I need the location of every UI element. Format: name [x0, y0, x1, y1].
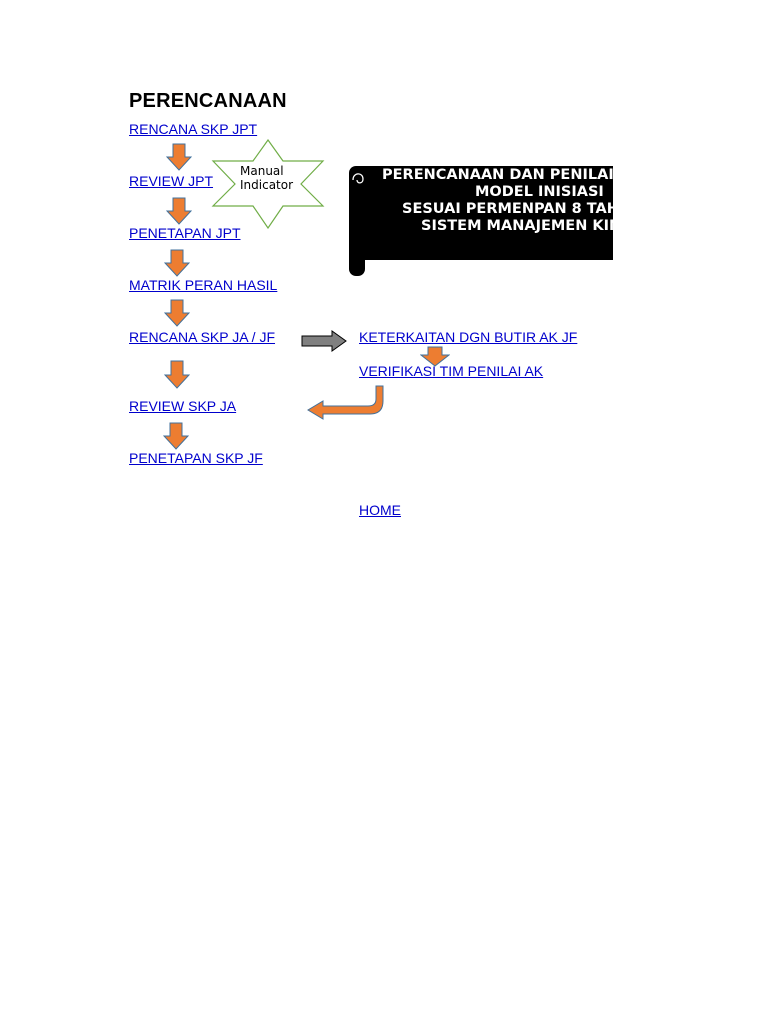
banner-line-3: SESUAI PERMENPAN 8 TAHUN — [402, 201, 613, 217]
banner-text: PERENCANAAN DAN PENILAIAN MODEL INISIASI… — [362, 167, 613, 247]
manual-indicator-line2: Indicator — [240, 178, 294, 192]
down-arrow-icon — [166, 143, 192, 171]
link-review-skp-ja[interactable]: REVIEW SKP JA — [129, 398, 237, 414]
link-keterkaitan-butir-ak-jf[interactable]: KETERKAITAN DGN BUTIR AK JF — [359, 329, 578, 345]
down-arrow-icon — [166, 197, 192, 225]
link-rencana-skp-ja-jf[interactable]: RENCANA SKP JA / JF — [129, 329, 276, 345]
banner-line-4: SISTEM MANAJEMEN KINERJA — [421, 218, 613, 234]
link-verifikasi-tim-penilai-ak[interactable]: VERIFIKASI TIM PENILAI AK — [359, 363, 544, 379]
link-home[interactable]: HOME — [359, 502, 401, 518]
link-rencana-skp-jpt[interactable]: RENCANA SKP JPT — [129, 121, 258, 137]
down-arrow-icon — [164, 249, 190, 277]
u-turn-arrow-icon — [307, 385, 384, 420]
banner-line-1: PERENCANAAN DAN PENILAIAN — [382, 167, 613, 183]
manual-indicator-star — [211, 139, 325, 229]
down-arrow-icon — [163, 422, 189, 450]
link-matrik-peran-hasil[interactable]: MATRIK PERAN HASIL — [129, 277, 278, 293]
banner-line-2: MODEL INISIASI — [475, 184, 604, 200]
manual-indicator-label: Manual Indicator — [240, 164, 293, 192]
manual-indicator-line1: Manual — [240, 164, 284, 178]
scroll-banner — [349, 166, 613, 276]
link-penetapan-jpt[interactable]: PENETAPAN JPT — [129, 225, 241, 241]
down-arrow-icon — [164, 299, 190, 327]
link-penetapan-skp-jf[interactable]: PENETAPAN SKP JF — [129, 450, 263, 466]
down-arrow-icon — [164, 360, 190, 389]
page-title: PERENCANAAN — [129, 90, 287, 112]
link-review-jpt[interactable]: REVIEW JPT — [129, 173, 214, 189]
down-arrow-icon — [420, 346, 450, 367]
right-arrow-icon — [301, 330, 347, 352]
